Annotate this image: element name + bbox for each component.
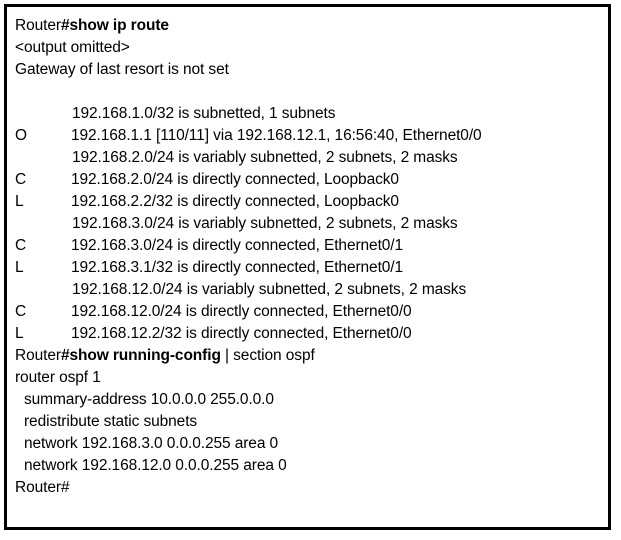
route-table-row: L 192.168.3.1/32 is directly connected, E… [15, 257, 608, 279]
output-text-line: Router# [15, 479, 70, 496]
route-entry-text: 192.168.12.0/24 is directly connected, E… [71, 303, 412, 320]
config-statement-line: summary-address 10.0.0.0 255.0.0.0 [24, 391, 274, 408]
route-table-row: C 192.168.2.0/24 is directly connected, L… [15, 169, 608, 191]
subnet-header-line: 192.168.2.0/24 is variably subnetted, 2 … [72, 149, 458, 166]
command-pipe-filter: | section ospf [220, 347, 315, 364]
route-protocol-code: L [15, 259, 24, 276]
command-prompt-line: Router#show running-config | section osp… [15, 345, 608, 367]
route-table-row: C 192.168.12.0/24 is directly connected, … [15, 301, 608, 323]
terminal-window: Router#show ip route<output omitted>Gate… [4, 4, 611, 530]
route-protocol-code: C [15, 303, 27, 320]
subnet-header-line: 192.168.12.0/24 is variably subnetted, 2… [72, 281, 467, 298]
route-entry-text: 192.168.2.0/24 is directly connected, Lo… [71, 171, 399, 188]
route-protocol-code: L [15, 325, 24, 342]
route-protocol-code: O [15, 127, 27, 144]
terminal-output[interactable]: Router#show ip route<output omitted>Gate… [7, 7, 608, 499]
route-table-row: L 192.168.12.2/32 is directly connected, … [15, 323, 608, 345]
route-protocol-code: L [15, 193, 24, 210]
output-text-line: Gateway of last resort is not set [15, 61, 229, 78]
blank-line [15, 81, 608, 103]
route-entry-text: 192.168.3.0/24 is directly connected, Et… [71, 237, 404, 254]
subnet-header-line: 192.168.1.0/32 is subnetted, 1 subnets [72, 105, 336, 122]
route-entry-text: 192.168.12.2/32 is directly connected, E… [71, 325, 412, 342]
entered-command: #show ip route [60, 17, 169, 34]
route-protocol-code: C [15, 171, 27, 188]
command-prompt-line: Router#show ip route [15, 15, 608, 37]
config-statement-line: redistribute static subnets [24, 413, 198, 430]
route-entry-text: 192.168.1.1 [110/11] via 192.168.12.1, 1… [71, 127, 482, 144]
output-text-line: <output omitted> [15, 39, 130, 56]
prompt-hostname: Router [15, 347, 61, 364]
subnet-header-line: 192.168.3.0/24 is variably subnetted, 2 … [72, 215, 458, 232]
route-protocol-code: C [15, 237, 27, 254]
route-table-row: O 192.168.1.1 [110/11] via 192.168.12.1, … [15, 125, 608, 147]
route-table-row: C 192.168.3.0/24 is directly connected, E… [15, 235, 608, 257]
route-entry-text: 192.168.2.2/32 is directly connected, Lo… [71, 193, 399, 210]
config-statement-line: network 192.168.3.0 0.0.0.255 area 0 [24, 435, 279, 452]
prompt-hostname: Router [15, 17, 61, 34]
entered-command: #show running-config [60, 347, 221, 364]
route-table-row: L 192.168.2.2/32 is directly connected, L… [15, 191, 608, 213]
route-entry-text: 192.168.3.1/32 is directly connected, Et… [71, 259, 404, 276]
config-statement-line: network 192.168.12.0 0.0.0.255 area 0 [24, 457, 287, 474]
output-text-line: router ospf 1 [15, 369, 101, 386]
